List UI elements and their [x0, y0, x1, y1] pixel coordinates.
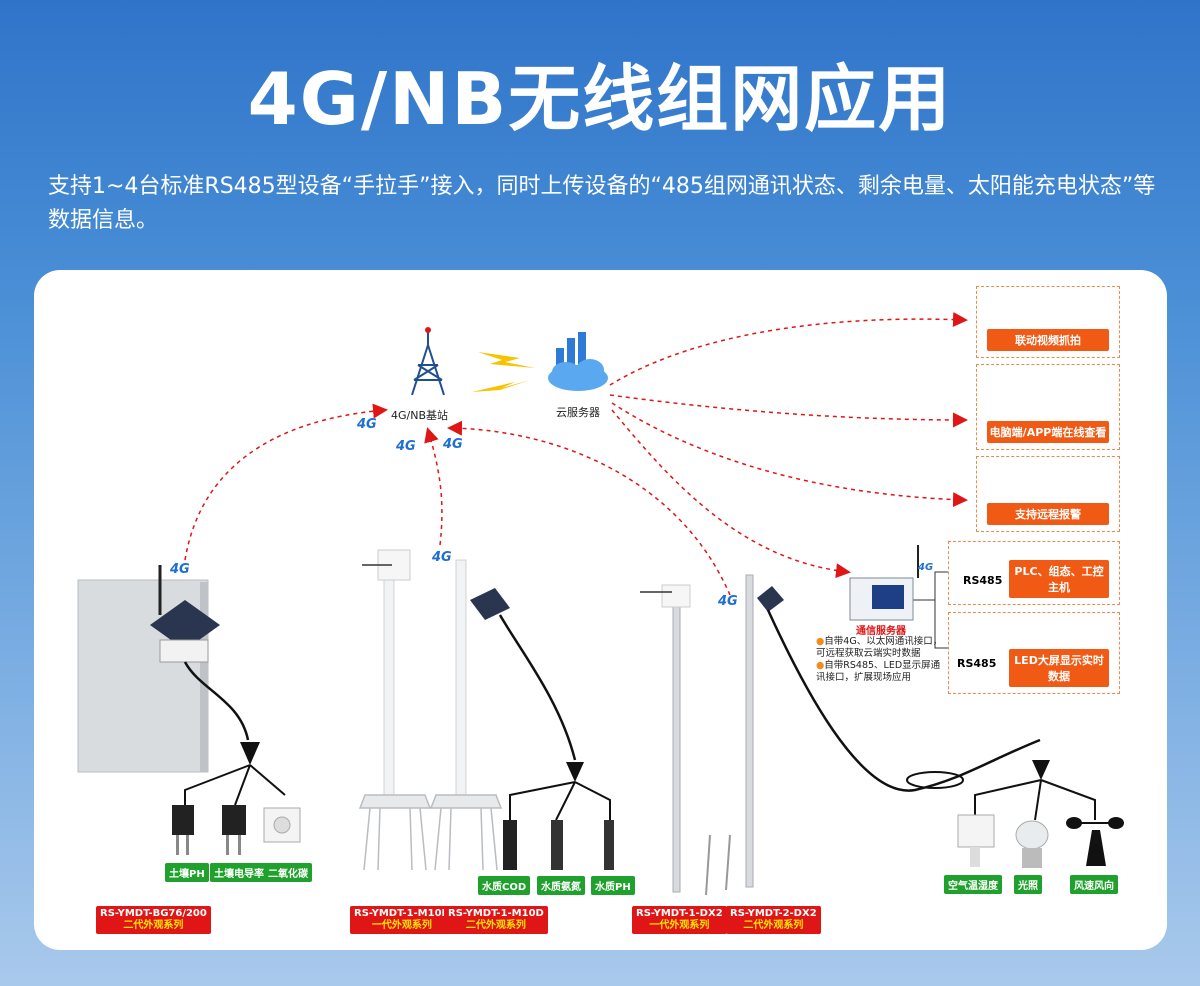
sensor-label: 水质氨氮 — [537, 876, 585, 895]
signal-4g-icon: 4G — [396, 439, 416, 454]
cloud-server-label: 云服务器 — [556, 406, 600, 419]
rs485-led-box: RS485 LED大屏显示实时数据 — [948, 612, 1120, 694]
page-title: 4G/NB无线组网应用 — [247, 57, 953, 141]
output-remote-alarm: 支持远程报警 — [976, 456, 1120, 532]
signal-4g-icon: 4G — [357, 417, 377, 432]
signal-4g-icon: 4G — [432, 550, 452, 565]
signal-4g-icon: 4G — [718, 594, 738, 609]
output-online-view: 电脑端/APP端在线查看 — [976, 364, 1120, 450]
output-video-capture: 联动视频抓拍 — [976, 286, 1120, 358]
signal-4g-icon: 4G — [170, 562, 190, 577]
sensor-label: 土壤PH — [165, 863, 209, 882]
signal-4g-icon: 4G — [443, 437, 463, 452]
page-subtitle: 支持1~4台标准RS485型设备“手拉手”接入，同时上传设备的“485组网通讯状… — [48, 174, 1156, 233]
comm-server-label: 通信服务器 — [856, 626, 906, 637]
sensor-label: 水质COD — [478, 876, 531, 895]
sensor-label: 土壤电导率 — [210, 863, 268, 882]
sensor-label: 水质PH — [591, 876, 635, 895]
signal-4g-icon: 4G — [918, 562, 934, 573]
sensor-label: 风速风向 — [1070, 875, 1118, 894]
sensor-label: 空气温湿度 — [944, 875, 1002, 894]
comm-server-note: ●自带4G、以太网通讯接口，可远程获取云端实时数据 ●自带RS485、LED显示… — [816, 636, 943, 683]
sensor-label: 二氧化碳 — [264, 863, 312, 882]
base-station-label: 4G/NB基站 — [391, 409, 449, 422]
rs485-plc-box: RS485 PLC、组态、工控主机 — [948, 541, 1120, 605]
sensor-label: 光照 — [1014, 875, 1042, 894]
